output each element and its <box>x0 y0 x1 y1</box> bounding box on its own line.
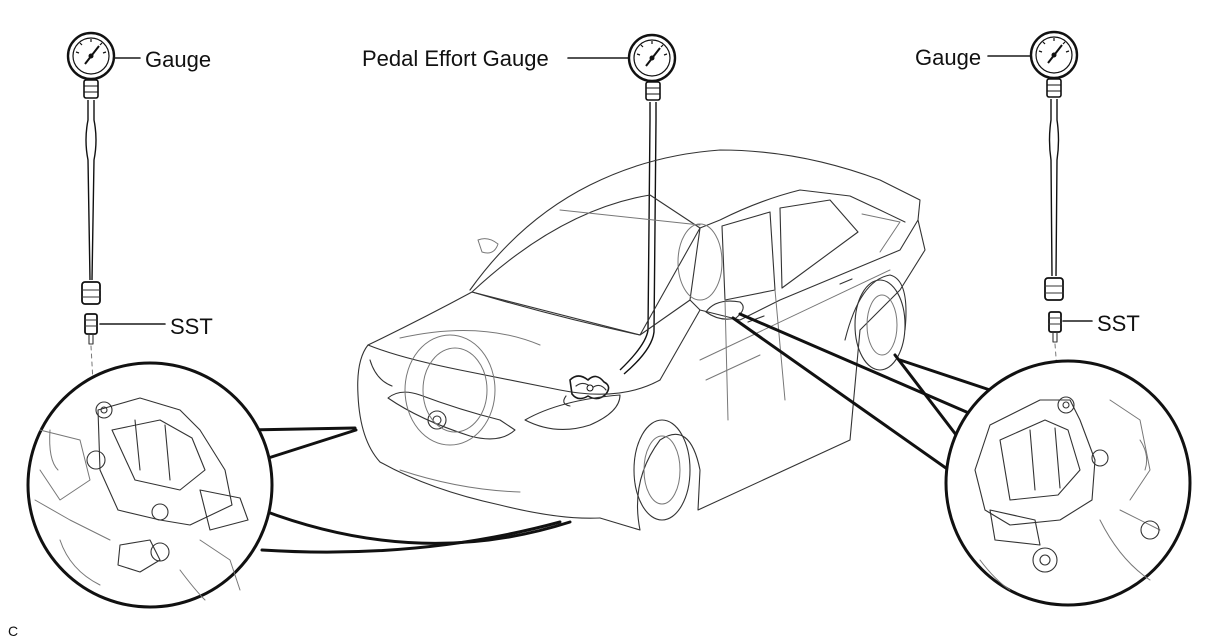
gauge-left-label: Gauge <box>145 47 211 72</box>
sedan-outline-icon <box>357 149 926 531</box>
rear-wheel <box>854 279 906 371</box>
brake-caliper-icon <box>34 397 249 601</box>
right-caliper-detail <box>944 359 1192 607</box>
lower-fitting <box>1044 277 1064 301</box>
upper-fitting <box>1046 78 1062 98</box>
right-gauge-assembly <box>987 30 1093 385</box>
sst-right-label: SST <box>1097 311 1140 336</box>
lower-fitting <box>81 281 101 305</box>
upper-fitting <box>83 79 99 99</box>
front-door-window <box>721 211 776 301</box>
pedal-sensor <box>563 375 610 407</box>
headlight-right <box>524 394 621 430</box>
front-bumper <box>357 394 601 519</box>
left-gauge-assembly <box>66 31 166 401</box>
brake-caliper-icon <box>974 396 1161 591</box>
front-wheel-arch <box>599 433 851 531</box>
pedal-gauge-fitting <box>645 81 661 101</box>
pressure-gauge-icon <box>1029 30 1079 80</box>
hood <box>367 291 691 346</box>
pressure-gauge-icon <box>66 31 116 81</box>
pedal-gauge-hose <box>619 102 651 371</box>
side-mirror <box>705 300 744 320</box>
pressure-gauge-icon <box>627 33 677 83</box>
gauge-right-label: Gauge <box>915 45 981 70</box>
sst-left-label: SST <box>170 314 213 339</box>
sst-adapter-left <box>84 313 98 345</box>
callout-leader-right <box>731 312 992 487</box>
pedal-effort-gauge-label: Pedal Effort Gauge <box>362 46 549 71</box>
front-wheel <box>633 419 691 521</box>
headlight-left <box>369 359 393 387</box>
callout-leader-left <box>243 426 572 554</box>
rear-door-window <box>779 199 859 289</box>
corner-code: C <box>8 623 18 639</box>
roofline <box>469 149 921 291</box>
hose <box>85 100 91 281</box>
pedal-effort-gauge-assembly <box>563 33 677 407</box>
left-caliper-detail <box>26 361 274 609</box>
sst-adapter-right <box>1048 311 1062 343</box>
windshield <box>471 194 701 336</box>
